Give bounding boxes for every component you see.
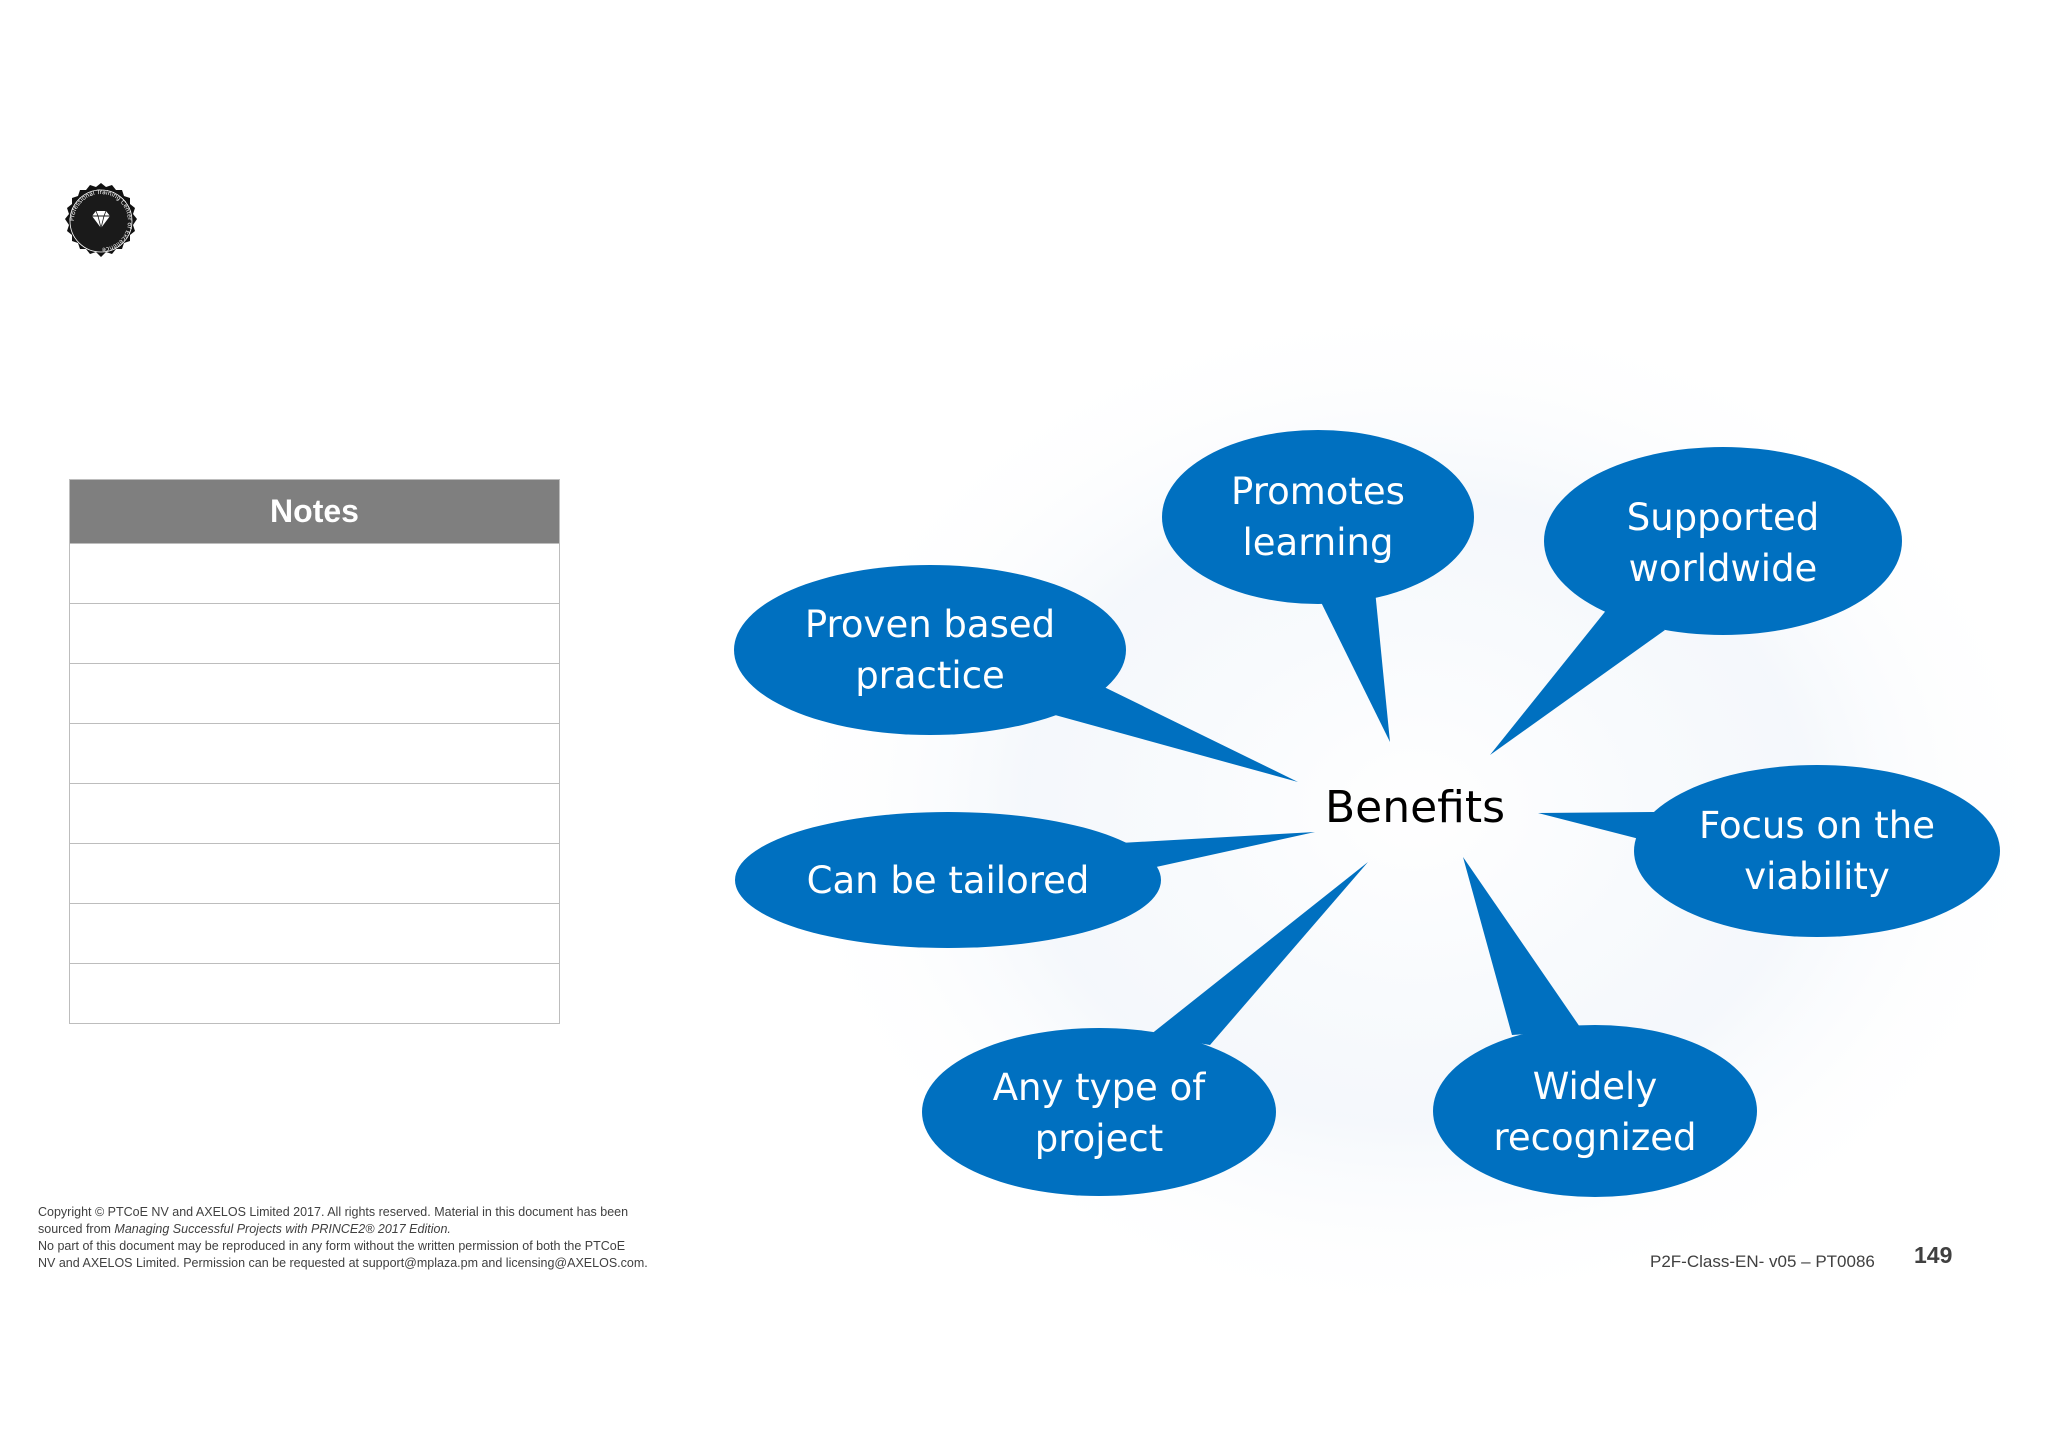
notes-row[interactable] bbox=[70, 543, 559, 603]
bubble-text: Supported bbox=[1627, 496, 1820, 539]
logo-badge: Professional Training Center of Excellen… bbox=[62, 182, 140, 260]
notes-table: Notes bbox=[69, 479, 560, 1024]
copyright-line: sourced from Managing Successful Project… bbox=[38, 1221, 738, 1238]
bubble-text: viability bbox=[1744, 855, 1890, 898]
copyright-line: No part of this document may be reproduc… bbox=[38, 1239, 626, 1253]
bubble-text: Widely bbox=[1533, 1065, 1657, 1108]
bubble-focus-on-viability: Focus on the viability bbox=[1538, 765, 2000, 937]
bubble-text: Can be tailored bbox=[807, 859, 1090, 902]
bubble-text: worldwide bbox=[1629, 547, 1818, 590]
bubble-proven-based-practice: Proven based practice bbox=[734, 565, 1298, 782]
notes-row[interactable] bbox=[70, 783, 559, 843]
notes-row[interactable] bbox=[70, 903, 559, 963]
bubble-widely-recognized: Widely recognized bbox=[1433, 857, 1757, 1197]
notes-rows bbox=[70, 543, 559, 1023]
copyright-source-title: Managing Successful Projects with PRINCE… bbox=[114, 1222, 451, 1236]
page-number: 149 bbox=[1914, 1242, 1953, 1268]
bubble-any-type-of-project: Any type of project bbox=[922, 862, 1368, 1196]
document-code: P2F-Class-EN- v05 – PT0086 bbox=[1650, 1252, 1875, 1271]
notes-header: Notes bbox=[70, 480, 559, 543]
copyright-line: Copyright © PTCoE NV and AXELOS Limited … bbox=[38, 1205, 629, 1219]
bubble-text: recognized bbox=[1493, 1116, 1696, 1159]
copyright-source-prefix: sourced from bbox=[38, 1222, 115, 1236]
bubble-can-be-tailored: Can be tailored bbox=[735, 812, 1315, 948]
bubble-promotes-learning: Promotes learning bbox=[1162, 430, 1474, 742]
diamond-icon bbox=[92, 210, 110, 229]
bubble-text: Any type of bbox=[993, 1066, 1206, 1109]
bubble-text: Promotes bbox=[1231, 470, 1405, 513]
bubble-supported-worldwide: Supported worldwide bbox=[1490, 447, 1902, 755]
center-label: Benefits bbox=[1325, 782, 1505, 833]
notes-row[interactable] bbox=[70, 723, 559, 783]
bubble-text: practice bbox=[855, 654, 1005, 697]
notes-row[interactable] bbox=[70, 843, 559, 903]
copyright-notice: Copyright © PTCoE NV and AXELOS Limited … bbox=[38, 1204, 738, 1272]
notes-row[interactable] bbox=[70, 963, 559, 1023]
bubble-text: Focus on the bbox=[1699, 804, 1935, 847]
notes-row[interactable] bbox=[70, 603, 559, 663]
notes-row[interactable] bbox=[70, 663, 559, 723]
bubble-text: Proven based bbox=[805, 603, 1055, 646]
bubble-text: learning bbox=[1243, 521, 1394, 564]
diamond-seal-icon: Professional Training Center of Excellen… bbox=[65, 183, 137, 257]
bubble-text: project bbox=[1035, 1117, 1163, 1160]
copyright-line: NV and AXELOS Limited. Permission can be… bbox=[38, 1256, 648, 1270]
